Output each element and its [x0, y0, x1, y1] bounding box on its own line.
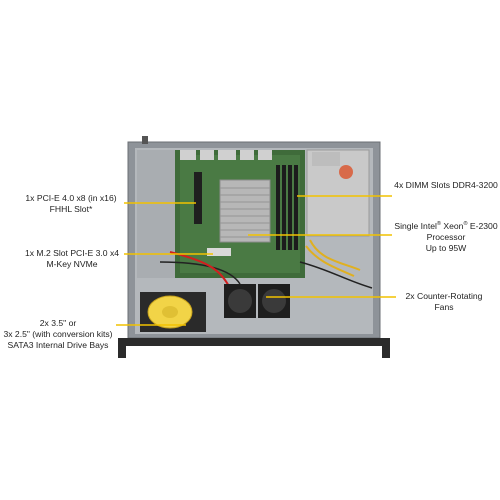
m2-label-line2: M-Key NVMe: [46, 259, 98, 269]
bays-label-line2: 3x 2.5" (with conversion kits): [3, 329, 113, 339]
callout-processor: Single Intel® Xeon® E-2300 Processor Up …: [392, 221, 500, 254]
callout-dimm-slots: 4x DIMM Slots DDR4-3200: [392, 180, 500, 191]
dimm-label-line1: 4x DIMM Slots DDR4-3200: [394, 180, 498, 190]
pcie-label-line2: FHHL Slot*: [49, 204, 93, 214]
bays-label-line3: SATA3 Internal Drive Bays: [7, 340, 109, 350]
cpu-label-line3: Up to 95W: [425, 243, 467, 253]
cpu-label-line2: Processor: [426, 232, 466, 242]
callout-drive-bays: 2x 3.5" or 3x 2.5" (with conversion kits…: [0, 318, 116, 351]
fans-label-line2: Fans: [434, 302, 454, 312]
fans-label-line1: 2x Counter-Rotating: [405, 291, 483, 301]
registered-mark: ®: [463, 221, 468, 228]
rack-ear-right: [382, 346, 390, 358]
cpu-heatsink: [219, 179, 271, 243]
chassis-latch: [142, 136, 148, 144]
fan-assembly: [224, 284, 290, 318]
rear-io-ports: [180, 150, 272, 160]
callout-pcie-slot: 1x PCI-E 4.0 x8 (in x16) FHHL Slot*: [18, 193, 124, 215]
cpu-label-line1: Single Intel® Xeon® E-2300: [392, 221, 500, 232]
bays-label-line1: 2x 3.5" or: [39, 318, 77, 328]
rack-ear-left: [118, 346, 126, 358]
callout-fans: 2x Counter-Rotating Fans: [396, 291, 492, 313]
m2-label-line1: 1x M.2 Slot PCI-E 3.0 x4: [24, 248, 120, 258]
cpu-label-family: Xeon: [440, 221, 464, 231]
heatsink-fins: [220, 187, 270, 238]
psu-label-sticker: [339, 165, 353, 179]
front-panel: [118, 338, 390, 346]
m2-slot: [207, 248, 231, 256]
cpu-label-brand: Single Intel: [394, 221, 437, 231]
registered-mark: ®: [436, 221, 441, 228]
cpu-label-model: E-2300: [467, 221, 498, 231]
callout-m2-slot: 1x M.2 Slot PCI-E 3.0 x4 M-Key NVMe: [20, 248, 124, 270]
psu-cables: [305, 239, 361, 277]
chassis-left-panel: [137, 150, 175, 278]
pcie-slot: [194, 172, 202, 224]
dimm-slots: [276, 165, 298, 250]
psu-vent: [312, 152, 340, 166]
pcie-label-line1: 1x PCI-E 4.0 x8 (in x16): [25, 193, 117, 203]
